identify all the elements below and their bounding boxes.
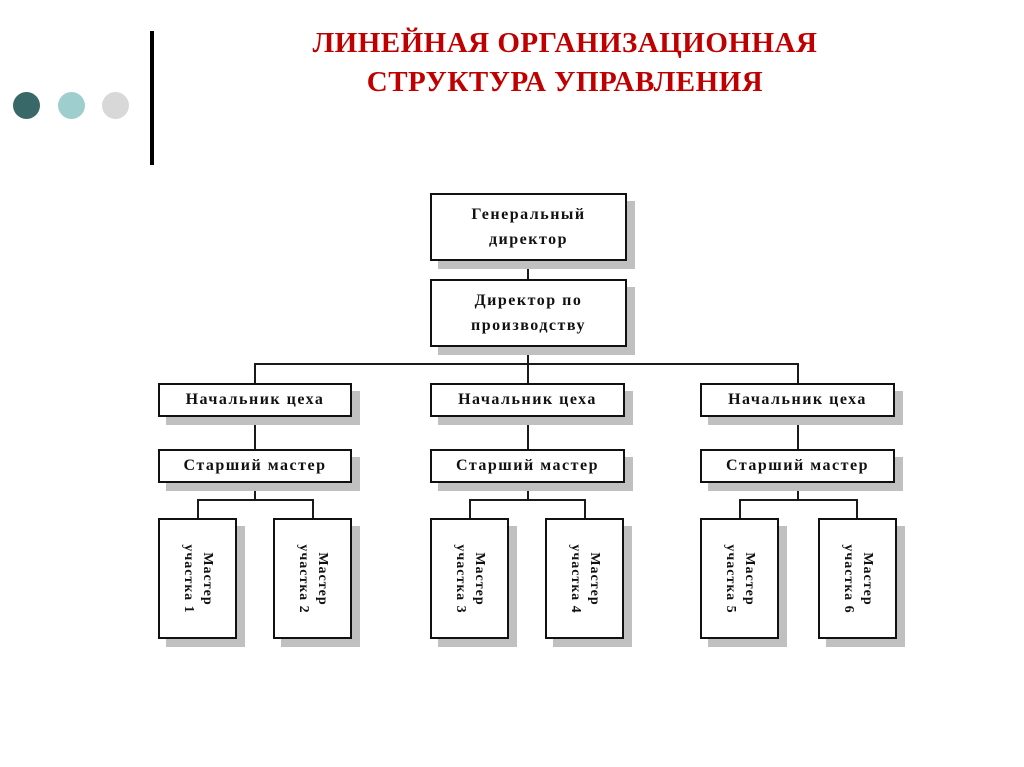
connector-master-drop-6 bbox=[856, 499, 858, 518]
node-master-2-label: Мастер участка 2 bbox=[295, 543, 330, 614]
connector-general-to-production bbox=[527, 259, 529, 281]
connector-branch-horizontal-2 bbox=[469, 499, 586, 501]
connector-master-drop-1 bbox=[197, 499, 199, 518]
connector-branch-horizontal-3 bbox=[739, 499, 858, 501]
node-master-4: Мастер участка 4 bbox=[545, 518, 624, 639]
connector-master-drop-5 bbox=[739, 499, 741, 518]
node-senior-master-2: Старший мастер bbox=[430, 449, 625, 483]
node-master-5-label: Мастер участка 5 bbox=[722, 543, 757, 614]
bullet-dot-teal-icon bbox=[58, 92, 85, 119]
node-master-1-label: Мастер участка 1 bbox=[180, 543, 215, 614]
title-line-1: ЛИНЕЙНАЯ ОРГАНИЗАЦИОННАЯ bbox=[312, 27, 818, 59]
node-shop-manager-1: Начальник цеха bbox=[158, 383, 352, 417]
node-senior-master-3-label: Старший мастер bbox=[726, 457, 869, 474]
connector-senior-down-1 bbox=[254, 482, 256, 501]
node-senior-master-1-label: Старший мастер bbox=[183, 457, 327, 474]
node-master-1: Мастер участка 1 bbox=[158, 518, 237, 639]
node-general-director-label: Генеральный директор bbox=[471, 206, 586, 248]
node-shop-manager-2-label: Начальник цеха bbox=[458, 391, 597, 408]
connector-senior-down-2 bbox=[527, 482, 529, 501]
connector-master-drop-2 bbox=[312, 499, 314, 518]
node-master-6: Мастер участка 6 bbox=[818, 518, 897, 639]
node-shop-manager-2: Начальник цеха bbox=[430, 383, 625, 417]
connector-shop-senior-1 bbox=[254, 415, 256, 451]
connector-drop-branch-2 bbox=[527, 363, 529, 384]
node-master-4-label: Мастер участка 4 bbox=[567, 543, 602, 614]
connector-drop-branch-1 bbox=[254, 363, 256, 384]
connector-senior-down-3 bbox=[797, 482, 799, 501]
node-shop-manager-1-label: Начальник цеха bbox=[185, 391, 325, 408]
connector-drop-branch-3 bbox=[797, 363, 799, 384]
node-production-director: Директор по производству bbox=[430, 279, 627, 347]
node-shop-manager-3-label: Начальник цеха bbox=[728, 391, 867, 408]
bullet-dot-dark-icon bbox=[13, 92, 40, 119]
node-senior-master-3: Старший мастер bbox=[700, 449, 895, 483]
connector-main-horizontal bbox=[254, 363, 799, 365]
connector-master-drop-3 bbox=[469, 499, 471, 518]
connector-production-down bbox=[527, 345, 529, 365]
connector-branch-horizontal-1 bbox=[197, 499, 314, 501]
node-master-6-label: Мастер участка 6 bbox=[840, 543, 875, 614]
node-senior-master-1: Старший мастер bbox=[158, 449, 352, 483]
node-master-3: Мастер участка 3 bbox=[430, 518, 509, 639]
node-production-director-label: Директор по производству bbox=[471, 292, 586, 334]
slide-title: ЛИНЕЙНАЯ ОРГАНИЗАЦИОННАЯ СТРУКТУРА УПРАВ… bbox=[185, 24, 945, 102]
connector-master-drop-4 bbox=[584, 499, 586, 518]
accent-bar bbox=[150, 31, 154, 165]
connector-shop-senior-3 bbox=[797, 415, 799, 451]
title-line-2: СТРУКТУРА УПРАВЛЕНИЯ bbox=[366, 66, 764, 98]
bullet-dot-gray-icon bbox=[102, 92, 129, 119]
node-senior-master-2-label: Старший мастер bbox=[456, 457, 599, 474]
node-shop-manager-3: Начальник цеха bbox=[700, 383, 895, 417]
node-master-3-label: Мастер участка 3 bbox=[452, 543, 487, 614]
node-general-director: Генеральный директор bbox=[430, 193, 627, 261]
connector-shop-senior-2 bbox=[527, 415, 529, 451]
node-master-5: Мастер участка 5 bbox=[700, 518, 779, 639]
node-master-2: Мастер участка 2 bbox=[273, 518, 352, 639]
